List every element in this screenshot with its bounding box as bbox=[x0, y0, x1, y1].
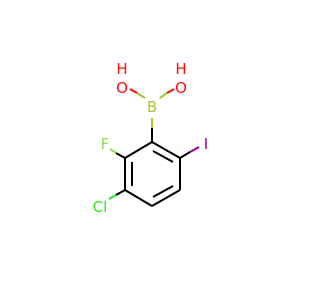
ring-double-bond-c4-c5 bbox=[152, 185, 174, 198]
bond-c3-cl-colored bbox=[108, 194, 117, 200]
hydroxyl-o2-h-label: H bbox=[175, 60, 186, 78]
ring-bond-c4-c5 bbox=[151, 189, 181, 207]
bond-b-o1 bbox=[136, 92, 146, 99]
chlorine-label: Cl bbox=[93, 198, 108, 216]
hydroxyl-o1-o-label: O bbox=[116, 79, 128, 97]
hydroxyl-o1-h-label: H bbox=[116, 60, 127, 78]
bond-b-o2 bbox=[159, 92, 168, 99]
bond-c6-i bbox=[179, 151, 191, 159]
ring-double-bond-c1-c6 bbox=[152, 150, 174, 163]
ring-bond-c3-c4 bbox=[124, 189, 153, 207]
ring-bond-c1-c2 bbox=[124, 141, 153, 159]
hydroxyl-o2-o-label: O bbox=[175, 79, 187, 97]
bond-c2-f bbox=[115, 152, 126, 159]
bond-b-o1-red bbox=[129, 88, 138, 94]
benzene-ring bbox=[124, 141, 181, 207]
boron-label: B bbox=[147, 98, 157, 116]
iodine-label: I bbox=[204, 135, 208, 153]
bond-b-o2-red bbox=[166, 88, 175, 94]
ring-bond-c1-c6 bbox=[151, 141, 181, 159]
fluorine-label: F bbox=[101, 135, 110, 153]
bond-c2-f-colored bbox=[109, 148, 117, 154]
bond-c3-cl bbox=[115, 189, 126, 196]
substituent-bonds bbox=[108, 88, 200, 200]
bond-c6-i-colored bbox=[189, 146, 200, 153]
molecule-structure-diagram: H O H O B F I Cl bbox=[93, 60, 209, 216]
atom-labels: H O H O B F I Cl bbox=[93, 60, 209, 216]
